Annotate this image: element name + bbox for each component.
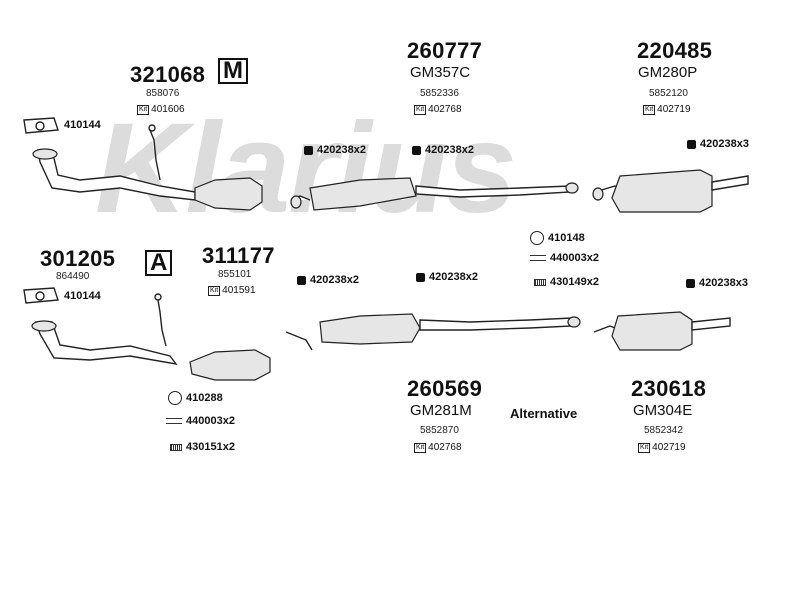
label-text: 420238x2 — [425, 144, 474, 156]
oe-number-855101: 855101 — [218, 269, 252, 280]
catalyst-bottom — [154, 293, 271, 381]
kit-260569: Kit 402768 — [414, 442, 462, 453]
label-clamp-bot-1: 420238x2 — [297, 274, 359, 286]
label-text: 420238x3 — [699, 277, 748, 289]
gm-number-gm280p: GM280P — [638, 64, 698, 81]
label-nut-mid: 430149x2 — [534, 276, 599, 288]
ring-icon — [530, 231, 544, 245]
clamp-icon — [304, 145, 313, 155]
part-number-230618: 230618 — [631, 376, 707, 401]
front-pipe-bottom — [23, 287, 178, 365]
label-text: 430151x2 — [186, 441, 235, 453]
label-nut-low: 430151x2 — [170, 441, 235, 453]
kit-icon: Kit — [638, 442, 651, 453]
part-number-321068: 321068 — [130, 62, 206, 87]
label-text: 410144 — [64, 119, 101, 131]
label-text: 440003x2 — [186, 415, 235, 427]
label-text: 410288 — [186, 392, 223, 404]
kit-number: 401591 — [222, 285, 256, 296]
label-bolt-mid: 440003x2 — [530, 252, 599, 264]
oe-number-5852120: 5852120 — [649, 88, 688, 99]
front-pipe-top — [32, 148, 196, 201]
label-text: 420238x2 — [317, 144, 366, 156]
rear-silencer-top — [592, 169, 749, 213]
label-gasket-top: 410144 — [64, 119, 101, 131]
label-ring-low: 410288 — [168, 391, 223, 405]
clamp-icon — [686, 278, 695, 288]
clamp-icon — [297, 275, 306, 285]
ring-icon — [168, 391, 182, 405]
kit-number: 402768 — [428, 104, 462, 115]
label-clamp-top-3: 420238x3 — [687, 138, 749, 150]
label-clamp-top-1: 420238x2 — [304, 144, 366, 156]
part-number-260777: 260777 — [407, 38, 483, 63]
middle-silencer-top — [290, 177, 579, 211]
kit-icon: Kit — [208, 285, 221, 296]
oe-number-864490: 864490 — [56, 271, 90, 282]
a-icon: A — [145, 250, 173, 276]
clamp-icon — [412, 145, 421, 155]
clamp-icon — [687, 139, 696, 149]
middle-silencer-bottom — [285, 313, 581, 351]
label-text: 420238x2 — [429, 271, 478, 283]
gm-number-gm304e: GM304E — [633, 402, 693, 419]
nut-icon — [170, 443, 182, 451]
kit-321068: Kit 401606 — [137, 104, 185, 115]
label-ring-mid: 410148 — [530, 231, 585, 245]
kit-311177: Kit 401591 — [208, 285, 256, 296]
part-number-301205: 301205 — [40, 246, 116, 271]
part-number-220485: 220485 — [637, 38, 713, 63]
catalyst-top — [148, 124, 263, 211]
kit-icon: Kit — [137, 104, 150, 115]
nut-icon — [534, 278, 546, 286]
label-clamp-bot-2: 420238x2 — [416, 271, 478, 283]
kit-icon: Kit — [414, 442, 427, 453]
kit-220485: Kit 402719 — [643, 104, 691, 115]
kit-icon: Kit — [643, 104, 656, 115]
gm-number-gm281m: GM281M — [410, 402, 472, 419]
label-text: 430149x2 — [550, 276, 599, 288]
bolt-icon — [166, 418, 182, 424]
label-bolt-low: 440003x2 — [166, 415, 235, 427]
brand-watermark: Klarius — [95, 97, 517, 240]
kit-number: 401606 — [151, 104, 185, 115]
part-number-260569: 260569 — [407, 376, 483, 401]
gm-number-gm357c: GM357C — [410, 64, 471, 81]
kit-230618: Kit 402719 — [638, 442, 686, 453]
oe-number-858076: 858076 — [146, 88, 180, 99]
alternative-label: Alternative — [510, 406, 578, 421]
bolt-icon — [530, 255, 546, 261]
kit-260777: Kit 402768 — [414, 104, 462, 115]
m-icon: M — [218, 58, 248, 84]
label-clamp-bot-3: 420238x3 — [686, 277, 748, 289]
part-number-311177: 311177 — [202, 243, 275, 268]
label-gasket-bottom: 410144 — [64, 290, 101, 302]
rear-silencer-bottom — [593, 311, 731, 351]
label-text: 440003x2 — [550, 252, 599, 264]
label-text: 410148 — [548, 232, 585, 244]
kit-icon: Kit — [414, 104, 427, 115]
gasket-top-shape — [23, 117, 59, 134]
label-text: 420238x3 — [700, 138, 749, 150]
kit-number: 402719 — [652, 442, 686, 453]
clamp-icon — [416, 272, 425, 282]
label-text: 420238x2 — [310, 274, 359, 286]
oe-number-5852870: 5852870 — [420, 425, 459, 436]
oe-number-5852336: 5852336 — [420, 88, 459, 99]
label-clamp-top-2: 420238x2 — [412, 144, 474, 156]
kit-number: 402768 — [428, 442, 462, 453]
oe-number-5852342: 5852342 — [644, 425, 683, 436]
kit-number: 402719 — [657, 104, 691, 115]
label-text: 410144 — [64, 290, 101, 302]
